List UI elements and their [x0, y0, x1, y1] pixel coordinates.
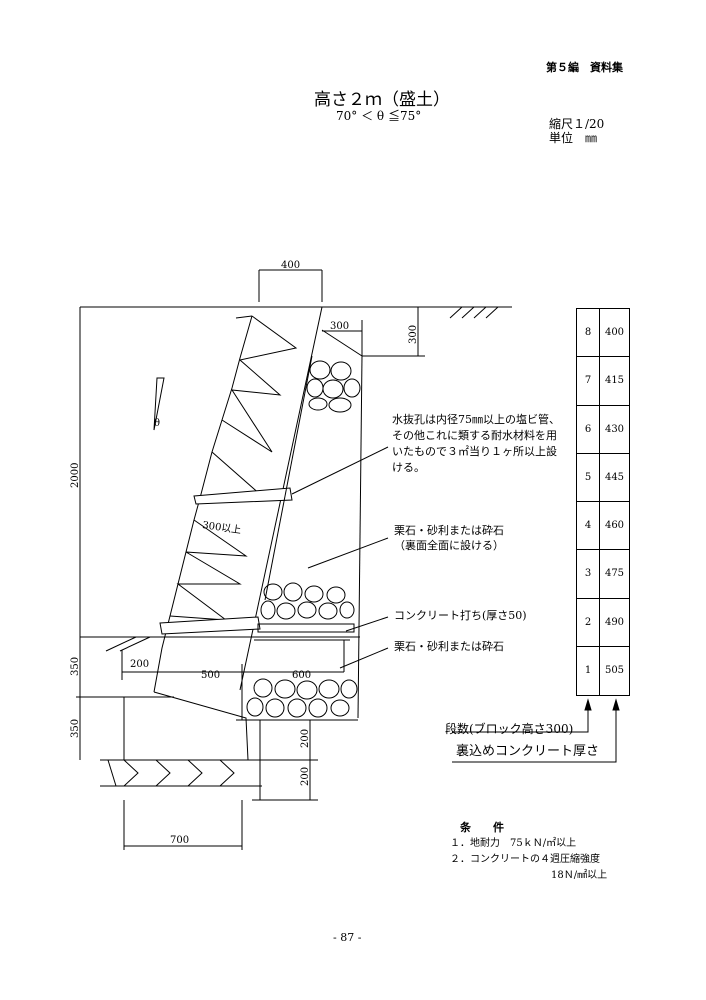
- table-cell-thickness: 445: [604, 471, 625, 483]
- dim-base-200-a: 200: [300, 729, 311, 748]
- note-drain-line: ける。: [392, 461, 425, 474]
- section-header: 第５編 資料集: [546, 61, 623, 74]
- scale-ratio: 縮尺１/20: [549, 117, 605, 131]
- page-title: 高さ２ｍ（盛土）: [314, 90, 450, 110]
- table-cell-thickness: 415: [604, 375, 625, 387]
- table-row: 7 415: [577, 357, 629, 406]
- gravel-bottom: [246, 678, 358, 718]
- backfill-rear-line: [357, 355, 363, 719]
- table-cell-step: 6: [577, 405, 600, 453]
- note-drain-line: いたもので３㎡当り１ヶ所以上設: [392, 445, 557, 458]
- table-row: 8 400: [577, 309, 629, 358]
- dim-total-height: 2000: [70, 463, 81, 488]
- table-cell-thickness: 430: [604, 423, 625, 435]
- table-row: 3 475: [577, 550, 629, 599]
- conditions-item-1: １．地耐力 75ｋＮ/㎡以上: [450, 838, 577, 849]
- dim-embed-350-b: 350: [70, 719, 81, 738]
- note-gravel-line: （裏面全面に設ける）: [394, 539, 504, 552]
- table-row: 2 490: [577, 598, 629, 647]
- theta-triangle: [153, 377, 165, 431]
- table-row: 6 430: [577, 405, 629, 454]
- table-cell-thickness: 475: [604, 568, 625, 580]
- conditions-item-2-value: 18Ｎ/㎟以上: [551, 870, 608, 881]
- block-zigzags: [169, 315, 298, 621]
- table-cell-step: 4: [577, 502, 600, 550]
- gravel-middle: [260, 582, 355, 620]
- gravel-top: [306, 360, 361, 413]
- concrete-pad: [257, 623, 355, 633]
- table-row: 5 445: [577, 453, 629, 502]
- drain-pipe-lower: [159, 616, 261, 635]
- theta-label: θ: [154, 418, 160, 429]
- note-gravel-line: 栗石・砂利または砕石: [394, 524, 504, 537]
- dim-base-200-b: 200: [300, 767, 311, 786]
- page-number: - 87 -: [333, 931, 362, 944]
- dim-foundation-700: 700: [170, 835, 189, 846]
- table-cell-thickness: 490: [604, 616, 625, 628]
- table-cell-step: 8: [577, 309, 600, 357]
- label-backfill: 裏込めコンクリート厚さ: [456, 744, 600, 759]
- table-cell-step: 3: [577, 550, 600, 598]
- drain-pipe-upper: [193, 487, 293, 505]
- conditions-item-2: ２．コンクリートの４週圧縮強度: [450, 854, 600, 865]
- note-gravel-bottom: 栗石・砂利または砕石: [394, 640, 504, 653]
- dim-toe-200: 200: [130, 659, 149, 670]
- table-cell-step: 2: [577, 598, 600, 646]
- footing-slope: [153, 691, 249, 761]
- table-cell-thickness: 505: [604, 665, 625, 677]
- conditions-title: 条 件: [460, 821, 504, 834]
- page-subtitle: 70° ＜ θ ≦75°: [336, 109, 422, 123]
- table-cell-thickness: 400: [604, 327, 625, 339]
- note-gravel-top: 栗石・砂利または砕石 （裏面全面に設ける）: [394, 523, 504, 553]
- dim-embed-350-a: 350: [70, 657, 81, 676]
- note-concrete: コンクリート打ち(厚さ50): [394, 609, 527, 622]
- label-steps: 段数(ブロック高さ300): [445, 722, 574, 736]
- ground-hatch-right: [449, 306, 499, 319]
- dim-base-500: 500: [201, 670, 220, 681]
- scale-unit: 単位 ㎜: [549, 131, 598, 145]
- table-cell-step: 7: [577, 357, 600, 405]
- dim-top-width: 400: [281, 260, 300, 271]
- dim-fill-width: 300: [330, 321, 349, 332]
- table-cell-step: 1: [577, 646, 600, 695]
- dim-base-600: 600: [292, 670, 311, 681]
- note-drain-pipe: 水抜孔は内径75㎜以上の塩ビ管、 その他これに類する耐水材料を用 いたもので３㎡…: [392, 412, 560, 476]
- note-drain-line: 水抜孔は内径75㎜以上の塩ビ管、: [392, 413, 560, 426]
- foundation-hatch: [107, 759, 235, 787]
- table-cell-step: 5: [577, 453, 600, 501]
- dim-step: 300以上: [202, 519, 242, 536]
- note-drain-line: その他これに類する耐水材料を用: [392, 429, 557, 442]
- table-cell-thickness: 460: [604, 520, 625, 532]
- table-row: 4 460: [577, 502, 629, 551]
- dim-fill-height: 300: [408, 325, 419, 344]
